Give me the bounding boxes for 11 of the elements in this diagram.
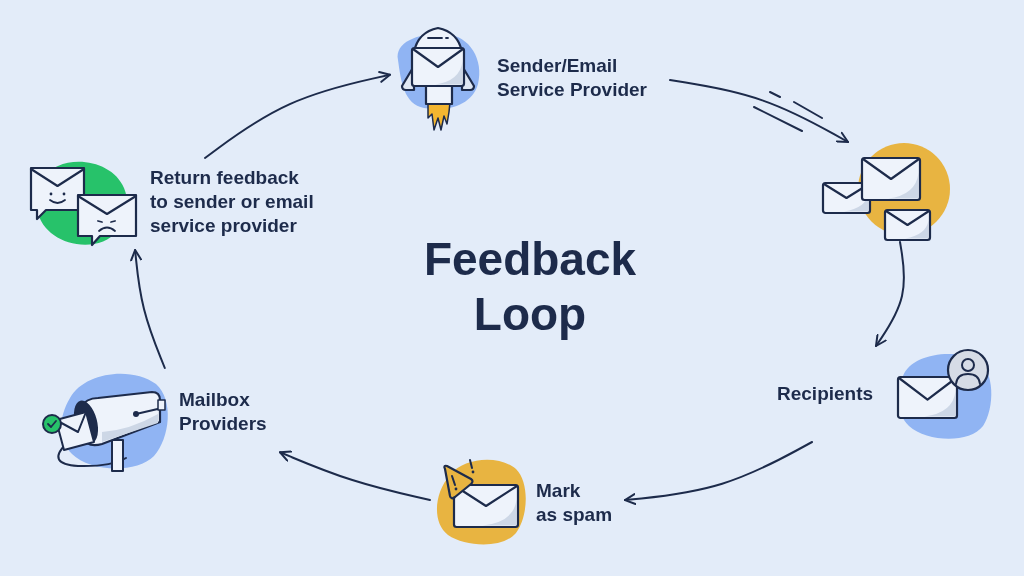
diagram-title: Feedback Loop (422, 232, 638, 343)
curved-arrow (624, 441, 814, 506)
curved-arrow (875, 241, 905, 347)
node-label: Mailbox Providers (179, 388, 268, 436)
curved-arrow (669, 79, 849, 143)
node-label: Sender/Email Service Provider (497, 54, 648, 102)
curved-arrow (204, 71, 391, 159)
curved-arrow (279, 450, 431, 502)
node-label: Return feedback to sender or email service provider (150, 166, 315, 238)
curved-arrow (130, 249, 166, 369)
node-label: Recipients (777, 382, 875, 406)
